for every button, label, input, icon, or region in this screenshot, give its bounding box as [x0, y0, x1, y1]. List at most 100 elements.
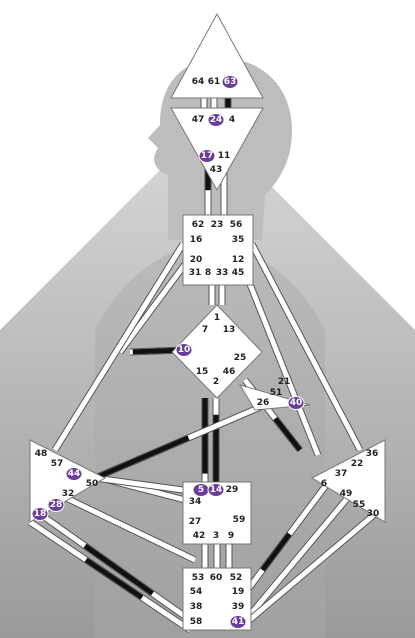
gate-active-marker — [31, 507, 49, 521]
gate-label: 32 — [62, 489, 75, 499]
gate-active-marker — [47, 498, 65, 512]
gate-label: 40 — [290, 398, 303, 408]
gate-21: 21 — [278, 377, 291, 387]
gate-label: 7 — [202, 325, 208, 335]
gate-61: 61 — [208, 77, 221, 87]
center-head — [170, 12, 264, 99]
gate-label: 26 — [257, 398, 270, 408]
gate-label: 59 — [233, 515, 246, 525]
gate-active-marker — [175, 343, 193, 357]
channel — [58, 492, 197, 563]
gate-label: 45 — [232, 268, 245, 278]
gate-52: 52 — [230, 573, 243, 583]
gate-label: 33 — [216, 268, 229, 278]
center-ajna — [170, 107, 264, 192]
gate-label: 1 — [214, 313, 220, 323]
gate-47: 47 — [192, 115, 205, 125]
gate-34: 34 — [189, 497, 202, 507]
gate-40: 40 — [287, 396, 305, 410]
gate-label: 17 — [201, 151, 214, 161]
gate-active-marker — [221, 75, 239, 89]
gate-label: 44 — [68, 469, 81, 479]
gate-label: 61 — [208, 77, 221, 87]
gate-label: 9 — [228, 531, 234, 541]
gate-31: 31 — [189, 268, 202, 278]
gate-42: 42 — [193, 531, 206, 541]
gate-label: 20 — [190, 255, 203, 265]
gate-26: 26 — [257, 398, 270, 408]
gate-label: 46 — [223, 367, 236, 377]
gate-label: 41 — [232, 617, 245, 627]
gate-43: 43 — [210, 165, 223, 175]
gate-label: 16 — [190, 235, 203, 245]
gate-label: 31 — [189, 268, 202, 278]
gate-28: 28 — [47, 498, 65, 512]
gate-label: 12 — [232, 255, 245, 265]
gate-41: 41 — [229, 615, 247, 629]
gate-62: 62 — [192, 220, 205, 230]
gate-46: 46 — [223, 367, 236, 377]
gate-label: 39 — [232, 602, 245, 612]
gate-label: 10 — [178, 345, 191, 355]
gate-active-marker — [229, 615, 247, 629]
gate-20: 20 — [190, 255, 203, 265]
gate-label: 21 — [278, 377, 291, 387]
gate-label: 28 — [50, 500, 63, 510]
gate-label: 35 — [232, 235, 245, 245]
gate-label: 4 — [229, 115, 235, 125]
gate-4: 4 — [229, 115, 235, 125]
gate-22: 22 — [351, 459, 364, 469]
gate-9: 9 — [228, 531, 234, 541]
gate-18: 18 — [31, 507, 49, 521]
gate-label: 60 — [210, 573, 223, 583]
gate-label: 37 — [335, 469, 348, 479]
gate-label: 53 — [192, 573, 205, 583]
gate-59: 59 — [233, 515, 246, 525]
channels — [28, 98, 378, 633]
gate-label: 36 — [366, 449, 379, 459]
gate-active-marker — [198, 149, 216, 163]
gate-1: 1 — [214, 313, 220, 323]
gate-11: 11 — [218, 151, 231, 161]
gate-label: 43 — [210, 165, 223, 175]
gate-5: 5 — [192, 483, 210, 497]
gate-active-marker — [65, 467, 83, 481]
gate-27: 27 — [189, 517, 202, 527]
gate-3: 3 — [213, 531, 219, 541]
channel — [249, 242, 363, 452]
gate-label: 5 — [198, 485, 204, 495]
gate-label: 13 — [223, 325, 236, 335]
gate-label: 29 — [226, 485, 239, 495]
gate-label: 50 — [86, 479, 99, 489]
gate-39: 39 — [232, 602, 245, 612]
gate-12: 12 — [232, 255, 245, 265]
gate-45: 45 — [232, 268, 245, 278]
channel — [94, 475, 184, 493]
gate-14: 14 — [207, 483, 225, 497]
gate-63: 63 — [221, 75, 239, 89]
centers — [29, 12, 386, 631]
gate-13: 13 — [223, 325, 236, 335]
gate-label: 27 — [189, 517, 202, 527]
gate-19: 19 — [232, 587, 245, 597]
channel — [52, 242, 186, 452]
gate-49: 49 — [340, 489, 353, 499]
center-throat — [182, 214, 254, 286]
gate-label: 23 — [211, 220, 224, 230]
gate-label: 64 — [192, 77, 205, 87]
gate-label: 11 — [218, 151, 231, 161]
gate-36: 36 — [366, 449, 379, 459]
gate-35: 35 — [232, 235, 245, 245]
gate-51: 51 — [270, 388, 283, 398]
gate-7: 7 — [202, 325, 208, 335]
gate-label: 52 — [230, 573, 243, 583]
gate-label: 42 — [193, 531, 206, 541]
gate-label: 49 — [340, 489, 353, 499]
gate-48: 48 — [35, 449, 48, 459]
gate-6: 6 — [321, 479, 327, 489]
gate-active-marker — [207, 483, 225, 497]
channel-active — [83, 543, 154, 596]
gate-label: 34 — [189, 497, 202, 507]
